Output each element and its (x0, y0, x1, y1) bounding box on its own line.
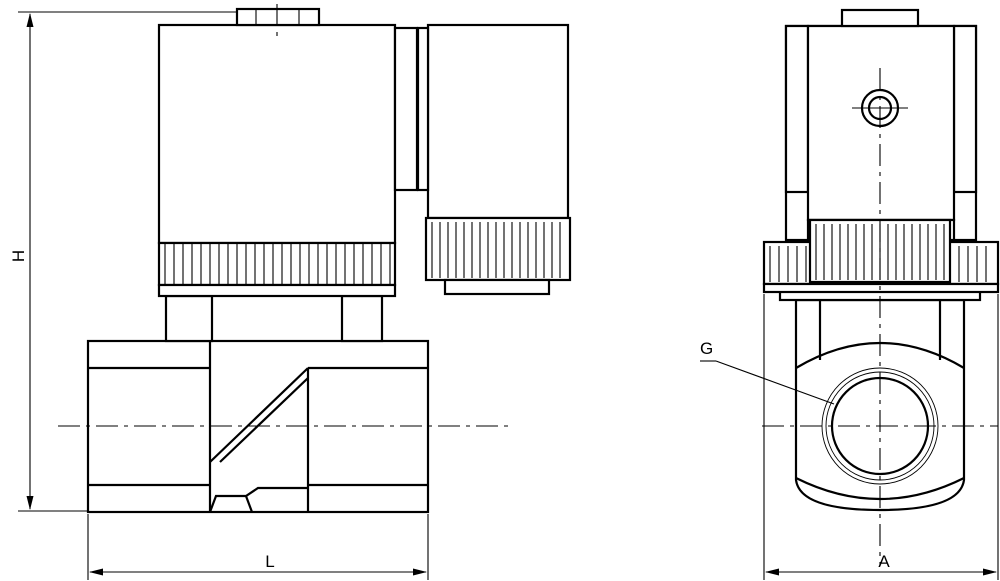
connector-plug (416, 23, 572, 296)
side-view: H L (9, 4, 572, 580)
end-view: G A (700, 8, 1000, 580)
length-label: L (265, 552, 274, 571)
length-dimension: L (87, 514, 429, 580)
end-body (794, 298, 966, 512)
height-label: H (9, 250, 28, 262)
coil-housing (157, 23, 419, 245)
top-nut (235, 7, 321, 27)
port-label: G (700, 339, 713, 358)
width-label: A (878, 552, 890, 571)
height-dimension: H (9, 11, 236, 512)
bonnet-posts (164, 294, 384, 343)
knurled-ring (157, 241, 397, 298)
width-dimension: A (763, 294, 999, 580)
port-callout: G (700, 339, 835, 405)
